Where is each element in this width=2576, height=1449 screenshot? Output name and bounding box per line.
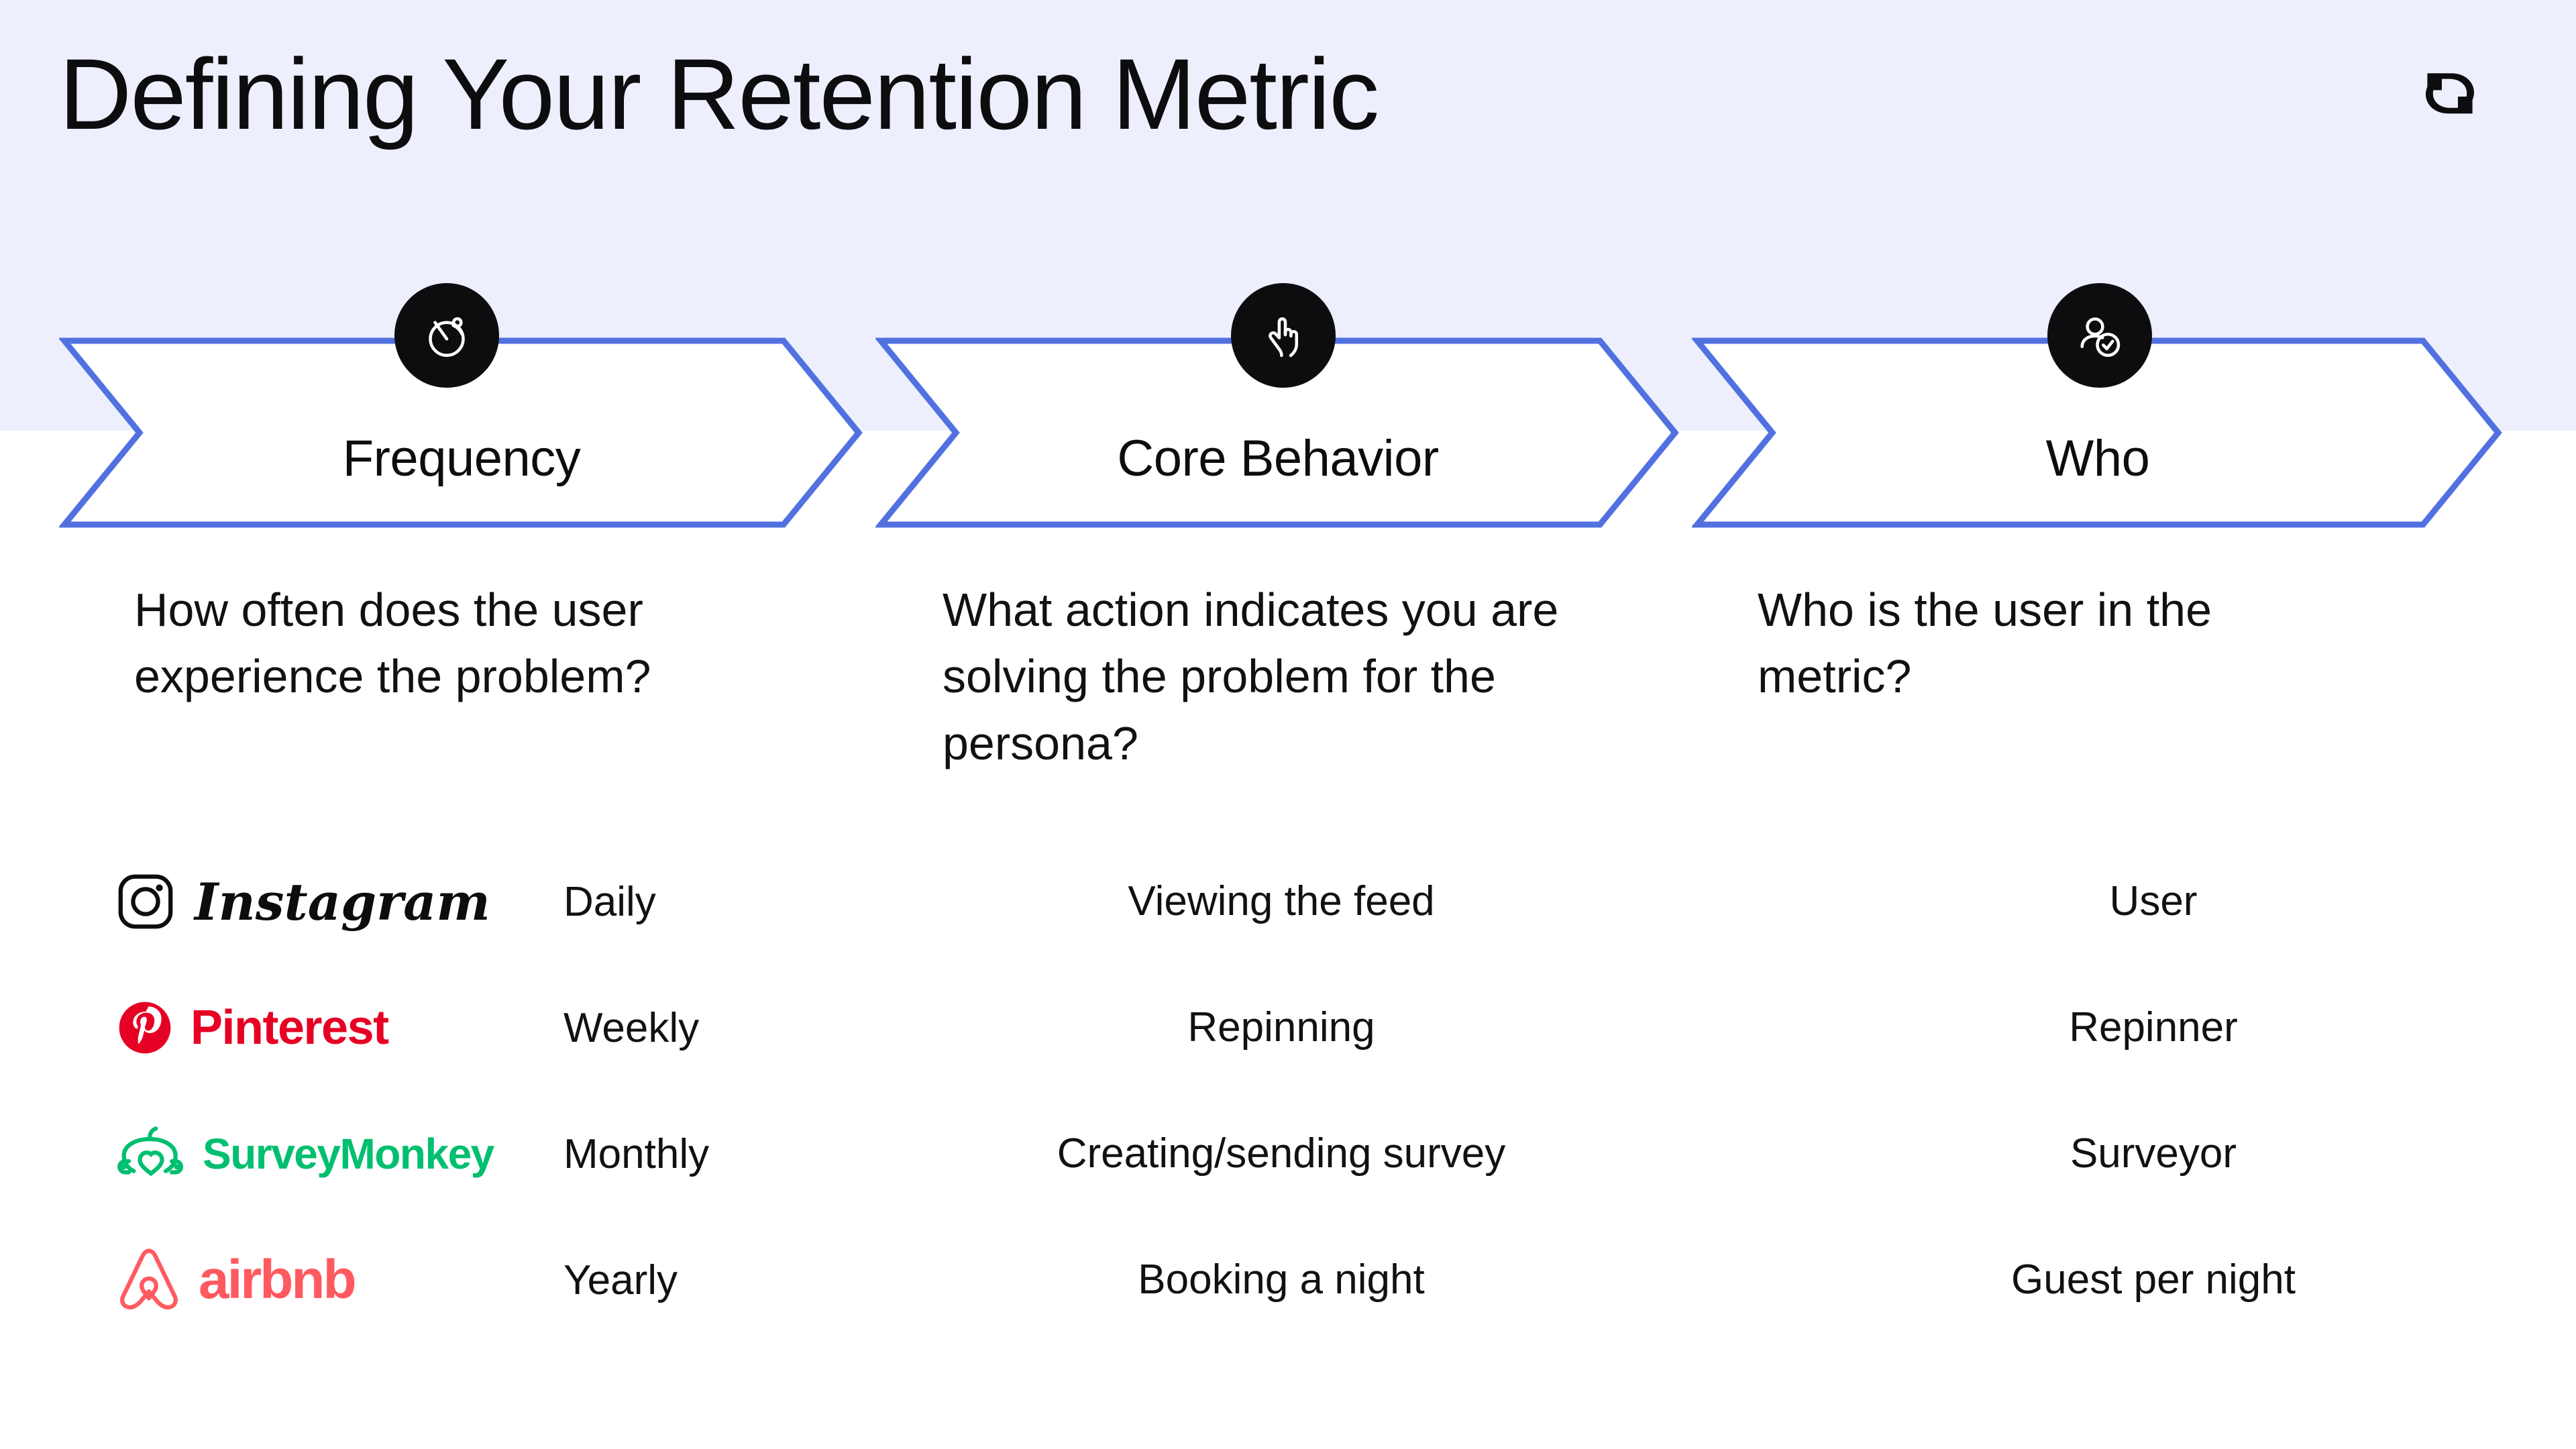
cell-who: Repinner — [2069, 1004, 2238, 1051]
user-check-icon — [2047, 283, 2152, 388]
step-banner-who[interactable]: Who — [1692, 283, 2504, 530]
step-description-frequency: How often does the user experience the p… — [134, 584, 651, 703]
step-description-core-behavior: What action indicates you are solving th… — [943, 584, 1559, 769]
surveymonkey-wordmark: SurveyMonkey — [203, 1130, 494, 1178]
instagram-logo-icon: Instagram — [114, 839, 490, 965]
table-row: SurveyMonkey Monthly Creating/sending su… — [0, 1091, 2576, 1217]
step-label-core-behavior: Core Behavior — [1117, 430, 1439, 487]
airbnb-logo-icon: airbnb — [114, 1217, 357, 1343]
pinterest-logo-icon: Pinterest — [114, 965, 389, 1091]
cell-who: User — [2109, 877, 2198, 924]
step-label-frequency: Frequency — [342, 430, 581, 487]
step-banner-frequency[interactable]: Frequency — [59, 283, 864, 530]
cell-behavior: Repinning — [1187, 1004, 1375, 1051]
instagram-wordmark: Instagram — [195, 871, 490, 932]
surveymonkey-logo-icon: SurveyMonkey — [114, 1091, 494, 1217]
reforge-r-logo-icon — [2410, 52, 2490, 133]
pointing-hand-icon — [1231, 283, 1336, 388]
stopwatch-icon — [394, 283, 499, 388]
table-row: Instagram Daily Viewing the feed User — [0, 839, 2576, 965]
cell-who: Guest per night — [2011, 1256, 2296, 1303]
cell-behavior: Creating/sending survey — [1057, 1130, 1506, 1177]
table-row: Pinterest Weekly Repinning Repinner — [0, 965, 2576, 1091]
step-label-who: Who — [2045, 430, 2150, 487]
cell-behavior: Booking a night — [1138, 1256, 1425, 1303]
examples-matrix: Instagram Daily Viewing the feed User Pi… — [0, 839, 2576, 1343]
cell-frequency: Monthly — [564, 1130, 710, 1177]
page-title: Defining Your Retention Metric — [59, 38, 1379, 150]
table-row: airbnb Yearly Booking a night Guest per … — [0, 1217, 2576, 1343]
cell-behavior: Viewing the feed — [1128, 877, 1435, 924]
step-description-who: Who is the user in the metric? — [1758, 584, 2212, 703]
step-banner-row: Frequency Core Behavior — [0, 283, 2576, 530]
cell-frequency: Daily — [564, 878, 656, 925]
step-banner-core-behavior[interactable]: Core Behavior — [875, 283, 1680, 530]
cell-frequency: Weekly — [564, 1004, 700, 1051]
cell-frequency: Yearly — [564, 1256, 678, 1303]
cell-who: Surveyor — [2070, 1130, 2237, 1177]
pinterest-wordmark: Pinterest — [191, 1001, 389, 1055]
airbnb-wordmark: airbnb — [199, 1249, 357, 1310]
